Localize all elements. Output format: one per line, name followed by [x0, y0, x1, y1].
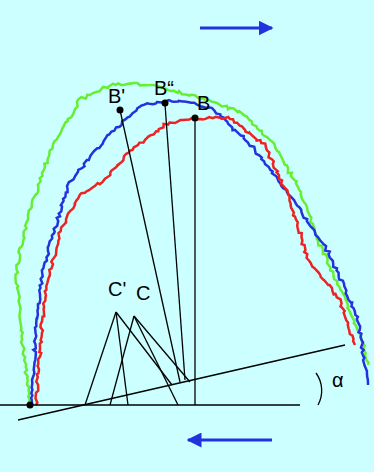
direction-arrow	[188, 439, 272, 442]
point-marker	[117, 107, 124, 114]
construction-line	[194, 118, 195, 405]
construction-line	[0, 404, 300, 405]
construction-line	[110, 316, 134, 405]
point-marker	[162, 100, 169, 107]
direction-arrow	[200, 27, 272, 30]
point-label: B'	[108, 86, 125, 106]
point-marker	[192, 115, 199, 122]
construction-line	[18, 345, 345, 420]
angle-label: α	[332, 370, 344, 390]
profile-curve	[31, 100, 368, 405]
construction-line	[120, 110, 180, 382]
construction-line	[116, 312, 172, 385]
construction-line	[165, 104, 185, 380]
point-label: B“	[154, 78, 174, 98]
profile-curve	[36, 117, 355, 405]
point-label: C'	[108, 279, 126, 299]
angle-arc	[316, 373, 322, 405]
construction-line	[134, 316, 190, 382]
point-marker	[27, 402, 34, 409]
construction-line	[85, 312, 116, 405]
profile-curve	[15, 83, 368, 405]
point-label: C	[136, 283, 150, 303]
point-label: B	[197, 93, 210, 113]
